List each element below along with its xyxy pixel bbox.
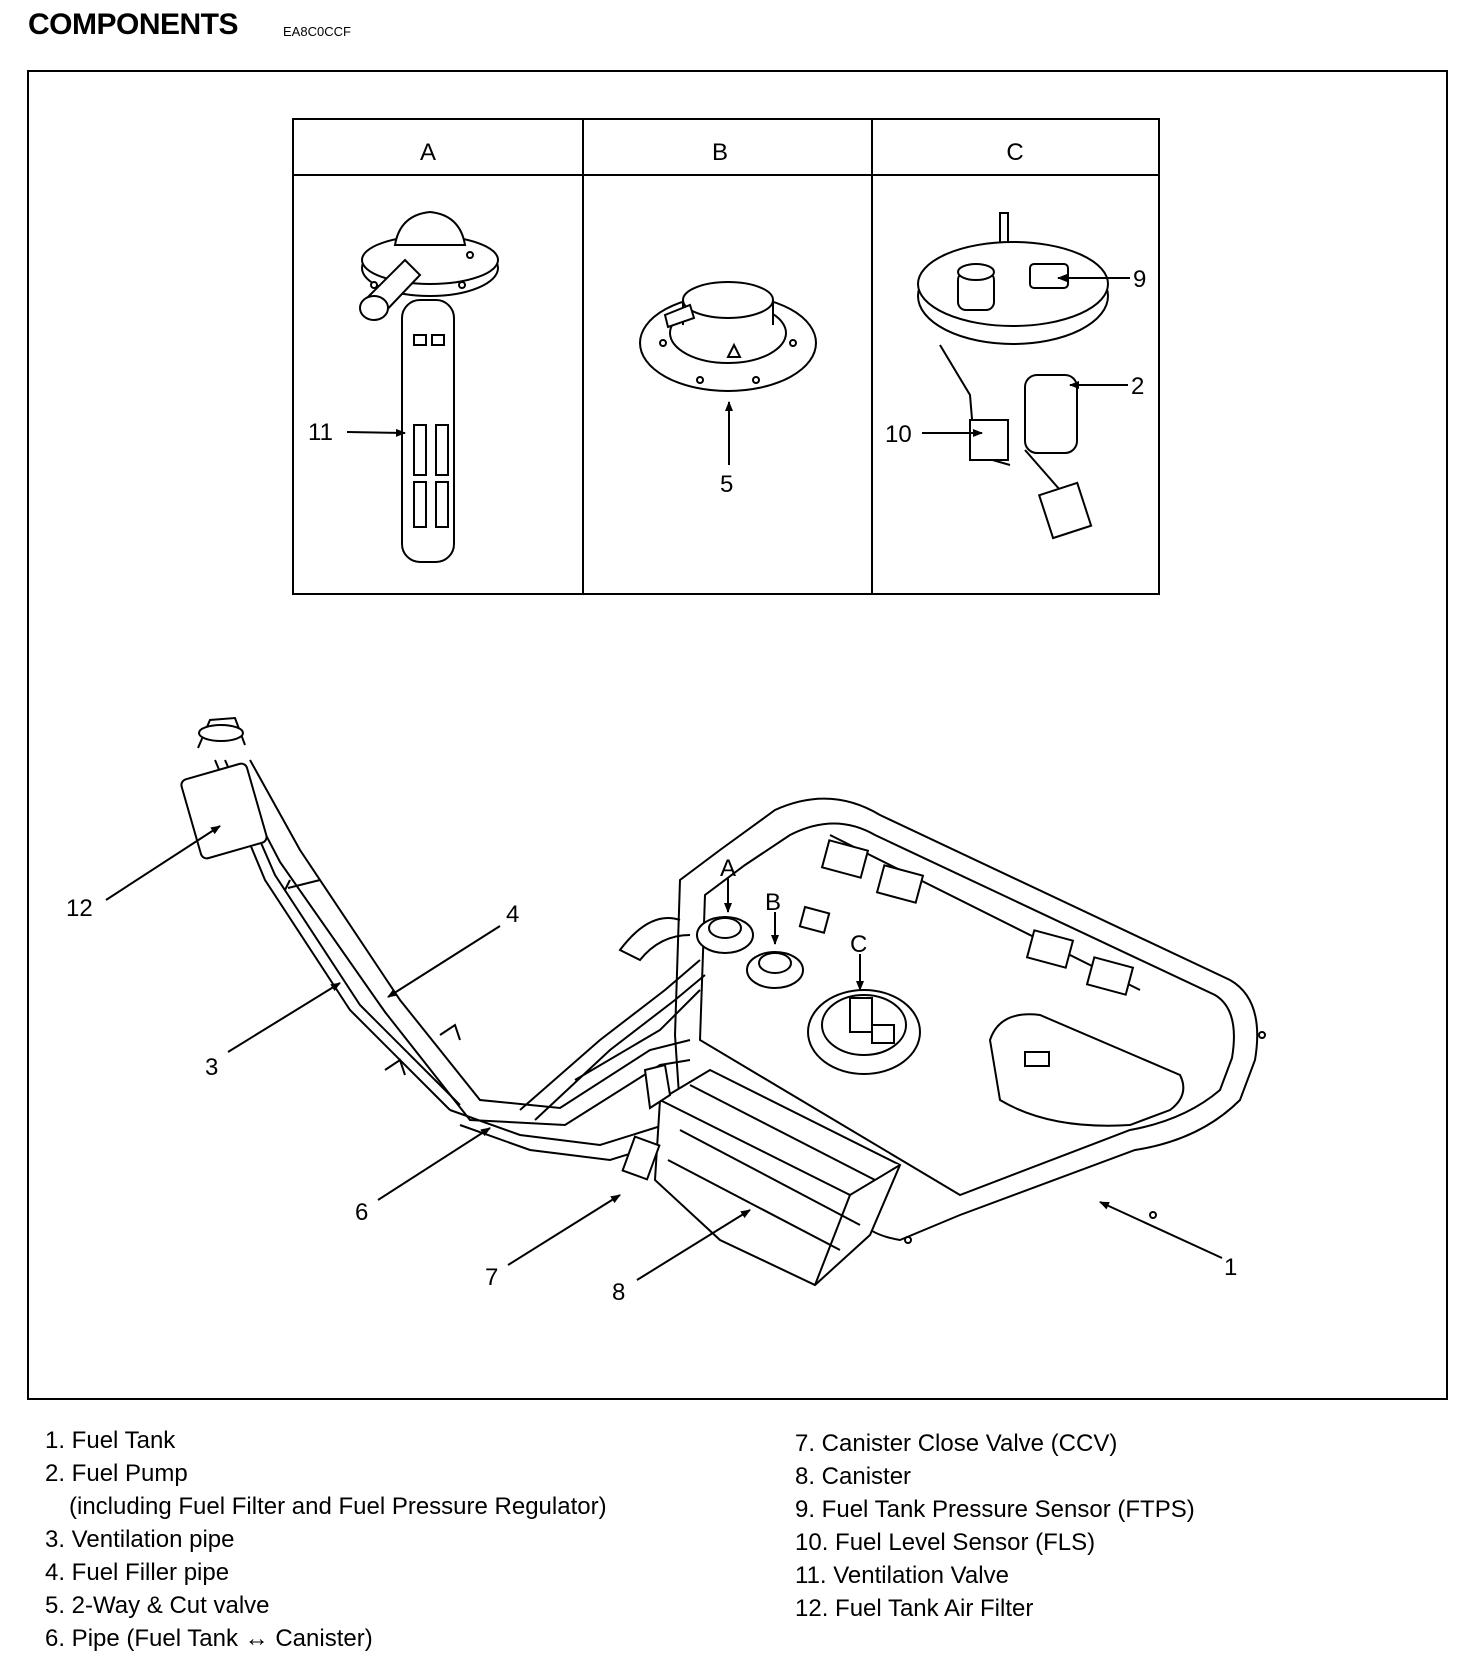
callout-5: 5 xyxy=(720,471,733,498)
callout-4: 4 xyxy=(506,901,519,928)
legend-item: 7. Canister Close Valve (CCV) xyxy=(795,1430,1118,1457)
callout-10: 10 xyxy=(885,421,912,448)
pipes-drawing xyxy=(197,716,706,1162)
callout-3: 3 xyxy=(205,1054,218,1081)
legend-item: 11. Ventilation Valve xyxy=(795,1562,1009,1589)
panel-header-c: C xyxy=(1006,139,1023,166)
ventilation-valve-drawing xyxy=(359,210,499,563)
callout-7: 7 xyxy=(485,1264,498,1291)
location-marker-a: A xyxy=(720,855,736,882)
panel-header-b: B xyxy=(712,139,728,166)
legend-item-note: (including Fuel Filter and Fuel Pressure… xyxy=(69,1493,607,1520)
document-code: EA8C0CCF xyxy=(283,24,351,39)
leader-lines xyxy=(105,274,1223,1281)
page-title: COMPONENTS xyxy=(28,8,239,41)
legend-item: 5. 2-Way & Cut valve xyxy=(45,1592,270,1619)
legend-item: 9. Fuel Tank Pressure Sensor (FTPS) xyxy=(795,1496,1195,1523)
legend-left-column: 1. Fuel Tank 2. Fuel Pump (including Fue… xyxy=(45,1424,607,1655)
legend-item: 2. Fuel Pump xyxy=(45,1460,188,1487)
legend-item: 12. Fuel Tank Air Filter xyxy=(795,1595,1034,1622)
diagram-frame xyxy=(27,70,1448,1400)
callout-9: 9 xyxy=(1133,266,1146,293)
callout-8: 8 xyxy=(612,1279,625,1306)
fuel-tank-air-filter-drawing xyxy=(180,762,268,860)
legend-item: 6. Pipe (Fuel Tank ↔ Canister) xyxy=(45,1625,373,1652)
legend-item: 1. Fuel Tank xyxy=(45,1427,176,1454)
panel-header-a: A xyxy=(420,139,436,166)
callout-12: 12 xyxy=(66,895,93,922)
callout-2: 2 xyxy=(1131,373,1144,400)
legend-right-column: 7. Canister Close Valve (CCV) 8. Caniste… xyxy=(795,1427,1195,1625)
location-marker-c: C xyxy=(850,931,867,958)
fuel-pump-module-drawing xyxy=(917,212,1109,540)
legend-item: 10. Fuel Level Sensor (FLS) xyxy=(795,1529,1096,1556)
legend-item: 4. Fuel Filler pipe xyxy=(45,1559,230,1586)
callout-11: 11 xyxy=(308,419,333,446)
two-way-cut-valve-drawing xyxy=(639,281,817,392)
callout-1: 1 xyxy=(1224,1254,1237,1281)
location-marker-b: B xyxy=(765,889,781,916)
callout-6: 6 xyxy=(355,1199,368,1226)
components-diagram: A B C xyxy=(66,118,1266,1306)
legend-item: 3. Ventilation pipe xyxy=(45,1526,235,1553)
detail-table xyxy=(292,118,1160,595)
legend-item: 8. Canister xyxy=(795,1463,912,1490)
